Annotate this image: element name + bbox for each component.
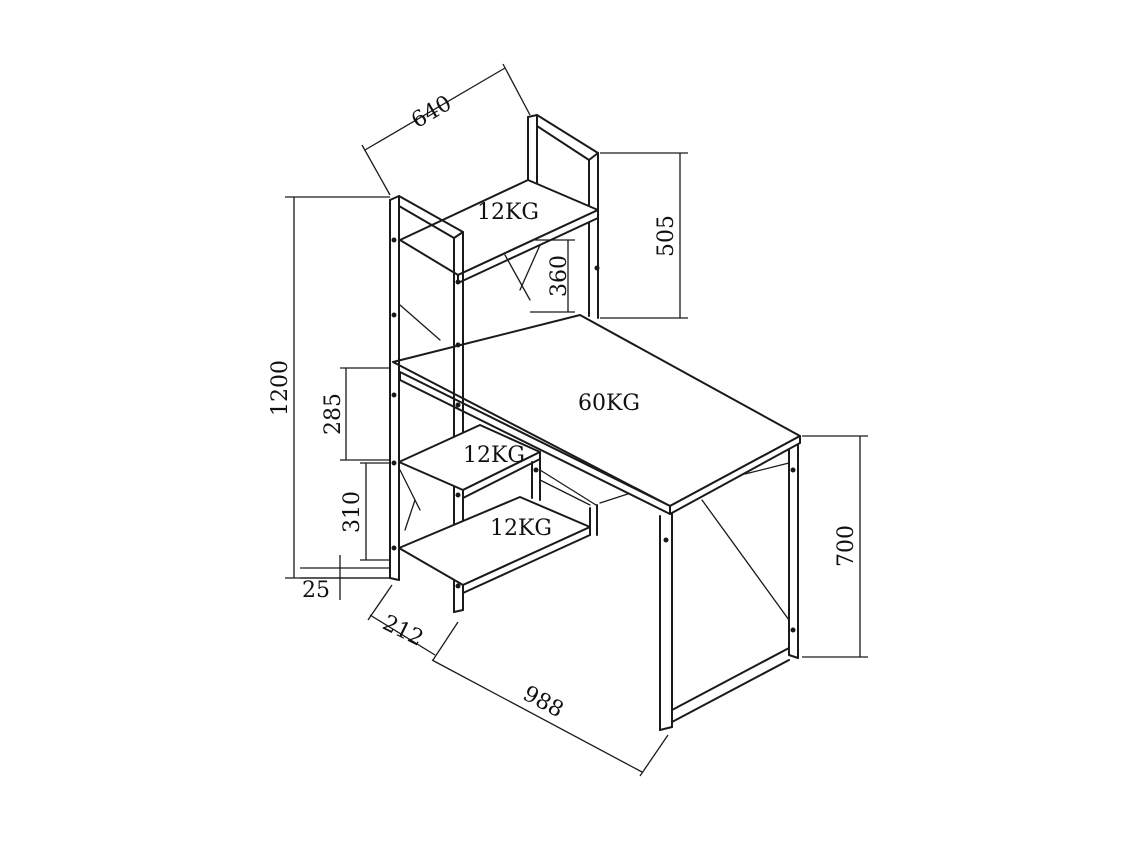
dimension-lines [285, 63, 868, 777]
load-desktop: 60KG [578, 391, 640, 416]
dim-360: 360 [547, 255, 572, 297]
load-bottom-shelf: 12KG [490, 516, 552, 541]
dim-285: 285 [321, 393, 346, 435]
shelf-tower [389, 114, 796, 633]
dim-505: 505 [654, 215, 679, 257]
desk [392, 314, 801, 731]
load-top-shelf: 12KG [477, 200, 539, 225]
dim-1200: 1200 [268, 360, 293, 416]
load-middle-shelf: 12KG [463, 443, 525, 468]
dim-988: 988 [519, 681, 568, 723]
dim-700: 700 [834, 525, 859, 567]
dim-25: 25 [302, 578, 330, 603]
dim-310: 310 [340, 491, 365, 533]
dim-640: 640 [407, 91, 456, 134]
